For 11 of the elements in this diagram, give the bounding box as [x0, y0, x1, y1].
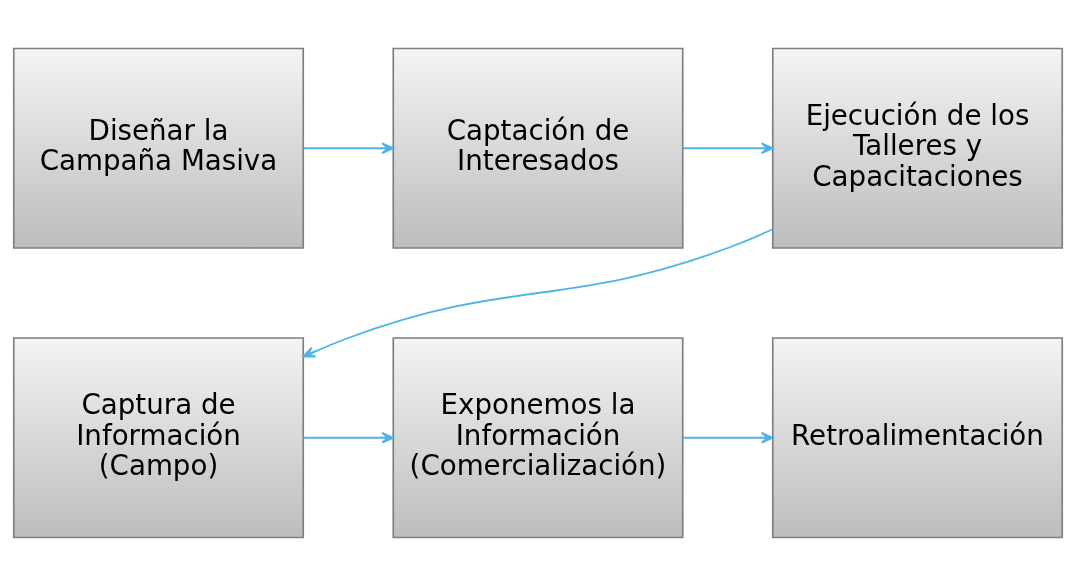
node-box: Diseñar la Campaña Masiva — [12, 47, 305, 249]
arrow — [302, 228, 774, 358]
arrow — [302, 142, 395, 155]
node-box: Captura de Información (Campo) — [12, 337, 305, 539]
node-box: Exponemos la Información (Comercialización) — [392, 337, 684, 539]
node-box: Captación de Interesados — [392, 47, 684, 249]
arrow — [682, 431, 774, 444]
arrow — [682, 142, 774, 155]
node-box: Ejecución de los Talleres y Capacitaciones — [771, 47, 1064, 249]
arrow — [302, 431, 395, 444]
node-box: Retroalimentación — [771, 337, 1064, 539]
